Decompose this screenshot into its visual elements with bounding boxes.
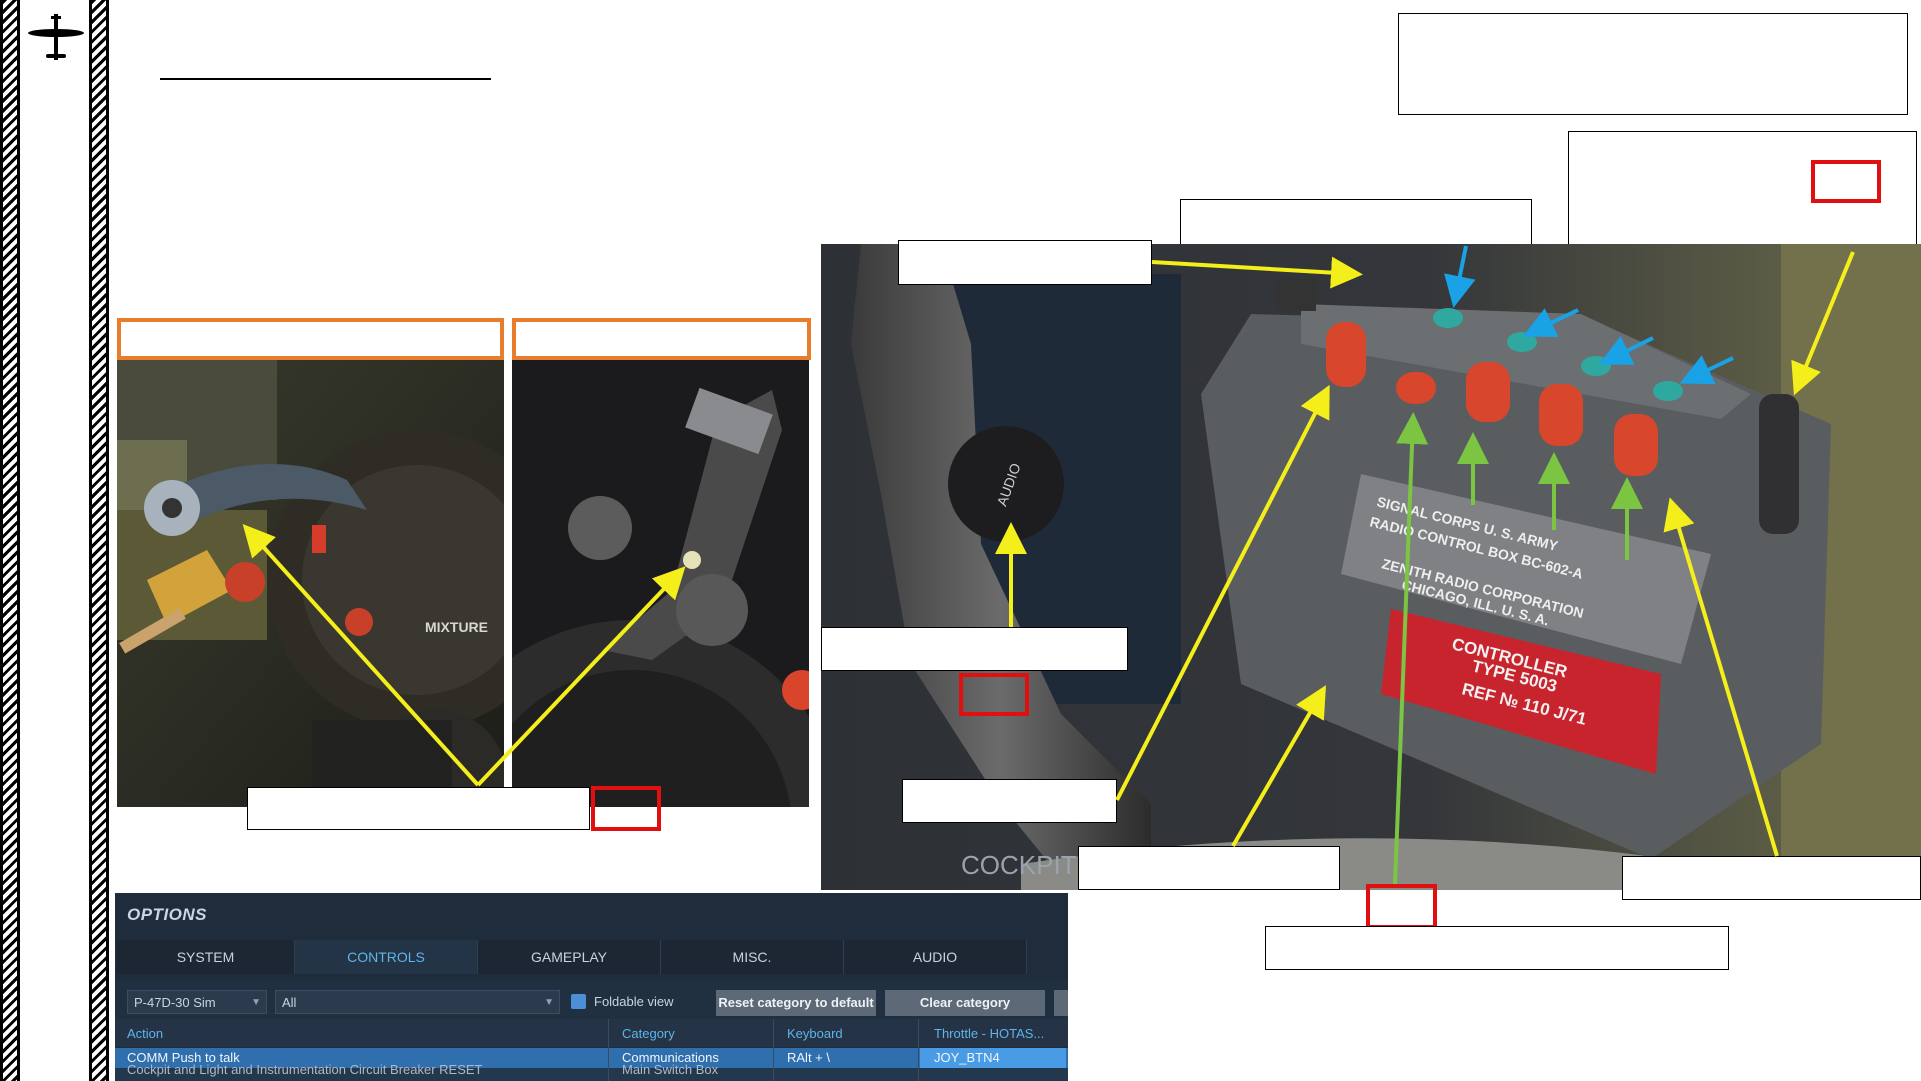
category-select[interactable]: All ▼ — [275, 990, 560, 1014]
yellow-arrows — [242, 251, 1855, 857]
callout-box-channel-button — [902, 779, 1117, 823]
green-arrows — [1393, 412, 1643, 885]
callout-box-audio — [821, 627, 1128, 671]
reset-category-button[interactable]: Reset category to default — [716, 990, 876, 1016]
column-category[interactable]: Category — [622, 1026, 675, 1041]
column-action[interactable]: Action — [127, 1026, 164, 1041]
title-underline — [160, 78, 491, 80]
aircraft-select[interactable]: P-47D-30 Sim ▼ — [127, 990, 267, 1014]
highlight-red-box-left — [591, 786, 661, 831]
category-select-value: All — [282, 995, 297, 1010]
callout-box-right-upper — [1568, 131, 1917, 252]
aircraft-select-value: P-47D-30 Sim — [134, 995, 216, 1010]
callout-box-lockout — [1622, 856, 1921, 900]
chevron-down-icon: ▼ — [251, 997, 261, 1008]
options-filter-row: P-47D-30 Sim ▼ All ▼ Foldable view Reset… — [115, 981, 1068, 1019]
cockpit-label: COCKPIT — [961, 850, 1077, 880]
callout-box-top-right — [1398, 13, 1908, 115]
row-action: COMM Push to talk — [127, 1050, 240, 1065]
callout-box-channel-buttons — [1265, 926, 1729, 970]
chevron-down-icon: ▼ — [544, 997, 554, 1008]
tab-audio[interactable]: AUDIO — [844, 940, 1027, 974]
callout-box-ptt-switch — [898, 240, 1152, 285]
options-panel: OPTIONS SYSTEM CONTROLS GAMEPLAY MISC. A… — [115, 893, 1068, 1081]
tab-misc[interactable]: MISC. — [661, 940, 844, 974]
options-extra-button[interactable] — [1054, 990, 1068, 1016]
options-tabs: SYSTEM CONTROLS GAMEPLAY MISC. AUDIO — [117, 940, 1068, 974]
column-divider — [773, 1019, 774, 1081]
column-divider — [918, 1019, 919, 1081]
tab-gameplay[interactable]: GAMEPLAY — [478, 940, 661, 974]
throttle-callout-header — [117, 318, 504, 360]
callout-box-dimmer — [1078, 846, 1340, 890]
highlight-red-box — [1811, 160, 1881, 203]
foldable-view-label: Foldable view — [594, 994, 674, 1009]
options-title: OPTIONS — [127, 905, 208, 924]
row-category: Communications — [622, 1050, 719, 1065]
column-device[interactable]: Throttle - HOTAS... — [934, 1026, 1045, 1041]
column-divider — [608, 1019, 609, 1081]
bindings-table-header: Action Category Keyboard Throttle - HOTA… — [115, 1019, 1068, 1047]
mixture-callout-header — [512, 318, 811, 360]
row-category: Main Switch Box — [622, 1062, 719, 1077]
tab-system[interactable]: SYSTEM — [117, 940, 295, 974]
callout-box-bottom-left — [247, 787, 590, 830]
table-row[interactable]: COMM Push to talk Communications RAlt + … — [115, 1048, 1068, 1068]
blue-arrows — [1444, 245, 1734, 385]
row-device-binding[interactable]: JOY_BTN4 — [920, 1048, 1066, 1068]
left-hatched-rail — [0, 0, 20, 1081]
throttle-quadrant-photo: MIXTURE — [117, 360, 504, 807]
aircraft-silhouette-icon — [28, 14, 84, 60]
foldable-view-checkbox[interactable] — [571, 994, 586, 1009]
row-keyboard[interactable]: RAlt + \ — [787, 1050, 830, 1065]
clear-category-button[interactable]: Clear category — [885, 990, 1045, 1016]
table-row[interactable]: Cockpit and Light and Instrumentation Ci… — [115, 1062, 1068, 1081]
highlight-red-box-audio — [959, 673, 1029, 716]
row-action: Cockpit and Light and Instrumentation Ci… — [127, 1062, 483, 1077]
tab-controls[interactable]: CONTROLS — [295, 940, 478, 974]
column-keyboard[interactable]: Keyboard — [787, 1026, 843, 1041]
mixture-label: MIXTURE — [425, 619, 488, 635]
right-hatched-rail — [89, 0, 109, 1081]
